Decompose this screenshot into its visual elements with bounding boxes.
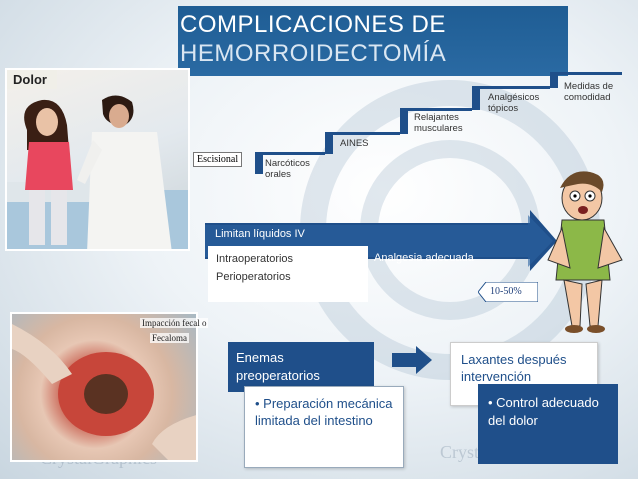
bullet-dot-2: • (488, 395, 497, 410)
stair-step-1-top (255, 152, 325, 155)
step-relajantes: Relajantes musculares (414, 112, 463, 134)
surgery-illustration (12, 324, 196, 460)
stair-step-5-top (550, 72, 622, 75)
text-analgesia-adecuada: Analgesia adecuada (374, 252, 474, 264)
arrow-right-icon (392, 346, 432, 374)
label-escisional: Escisional (193, 152, 243, 167)
card-control-dolor: • Control adecuado del dolor (478, 384, 618, 464)
text-intraoperatorios: Intraoperatorios (216, 253, 294, 265)
box-intra-peri (208, 246, 368, 302)
step-aines: AINES (340, 138, 369, 149)
text-preparacion: Preparación mecánica limitada del intest… (255, 396, 393, 428)
stair-step-4-top (472, 86, 550, 89)
text-control-dolor: Control adecuado del dolor (488, 395, 599, 428)
step-analgesicos: Analgésicos tópicos (488, 92, 540, 114)
text-laxantes: Laxantes después intervención (461, 352, 567, 384)
step-medidas: Medidas de comodidad (564, 81, 614, 103)
stair-step-1 (255, 152, 263, 174)
patient-illustration (7, 95, 188, 249)
tag-dolor: Dolor (7, 70, 57, 89)
text-percent: 10-50% (490, 286, 522, 297)
cartoon-urgent-person-icon (547, 171, 623, 333)
card-enemas: Enemas preoperatorios (228, 342, 374, 392)
photo-patient-pain: Dolor (5, 68, 190, 251)
step-narcoticos: Narcóticos orales (265, 158, 310, 180)
stair-step-5 (550, 72, 558, 88)
slide-title: COMPLICACIONES DE HEMORROIDECTOMÍA (180, 10, 446, 68)
text-limitan-liquidos: Limitan líquidos IV (215, 228, 305, 240)
label-impaccion: Impacción fecal o (140, 318, 209, 328)
title-line-2: HEMORROIDECTOMÍA (180, 40, 447, 67)
stair-step-2 (325, 132, 333, 154)
stair-step-3-top (400, 108, 472, 111)
stair-step-4 (472, 86, 480, 110)
bullet-dot: • (255, 396, 264, 411)
label-fecaloma: Fecaloma (150, 333, 189, 343)
title-bar (178, 6, 568, 76)
badge-percent-arrow (478, 282, 538, 302)
stair-step-3 (400, 108, 408, 134)
text-perioperatorios: Perioperatorios (216, 271, 291, 283)
stair-step-2-top (325, 132, 400, 135)
card-preparacion: • Preparación mecánica limitada del inte… (244, 386, 404, 468)
title-line-1: COMPLICACIONES DE (180, 11, 446, 38)
